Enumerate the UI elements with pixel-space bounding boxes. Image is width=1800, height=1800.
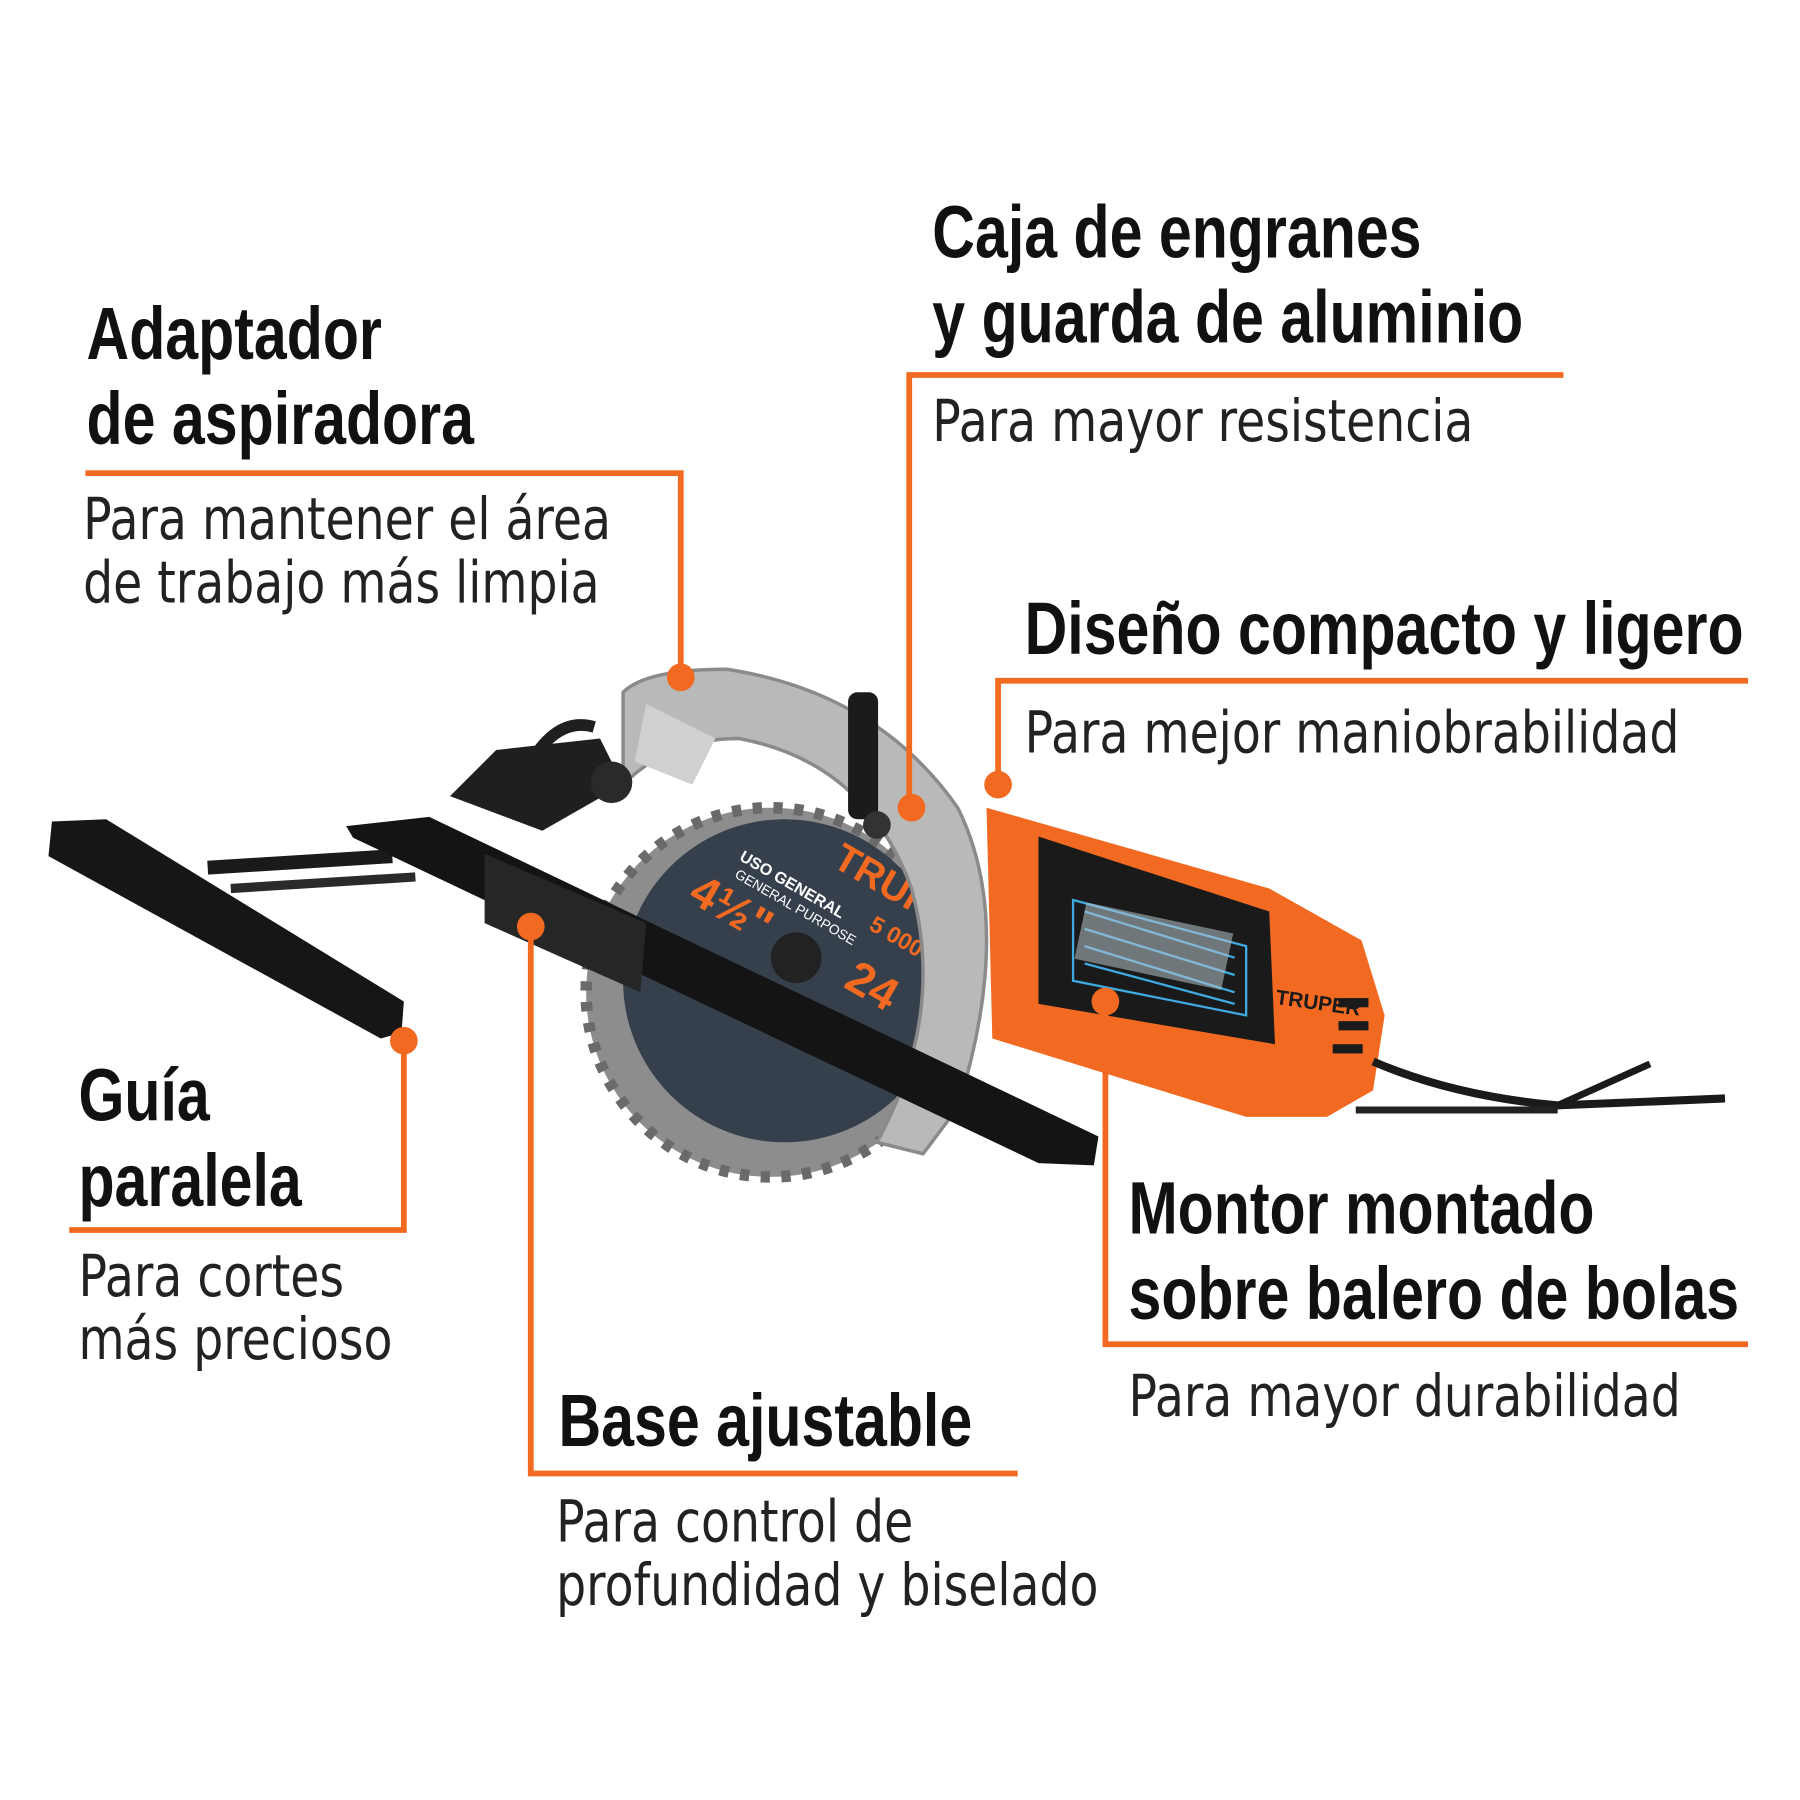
vacuum-adapter — [449, 719, 633, 831]
parallel-guide — [48, 819, 416, 1039]
callout-dot-base — [516, 912, 545, 941]
leader-lines — [69, 372, 1749, 1477]
blade-guard — [621, 667, 989, 1156]
title-line: Diseño compacto y ligero — [1024, 587, 1744, 671]
callout-subtitle-caja: Para mayor resistencia — [932, 387, 1474, 455]
power-cord — [1355, 1057, 1726, 1114]
title-line: Caja de engranes — [932, 190, 1422, 274]
title-line: Adaptador — [86, 291, 382, 375]
leader-montor — [1102, 1003, 1749, 1348]
callout-title-guia: Guía paralela — [78, 1052, 301, 1223]
callout-title-caja: Caja de engranes y guarda de aluminio — [932, 189, 1523, 360]
title-line: Base ajustable — [558, 1378, 973, 1462]
callout-title-montor: Montor montado sobre balero de bolas — [1128, 1165, 1739, 1336]
leader-base — [527, 926, 1018, 1477]
title-line: y guarda de aluminio — [932, 275, 1524, 359]
leader-adaptador — [85, 470, 684, 675]
callout-title-diseno: Diseño compacto y ligero — [1025, 586, 1744, 671]
depth-lever — [848, 692, 879, 820]
title-line: paralela — [78, 1138, 302, 1222]
leader-diseno — [995, 677, 1749, 783]
subtitle-line: más precioso — [78, 1306, 393, 1374]
callout-subtitle-base: Para control de profundidad y biselado — [556, 1488, 1099, 1619]
callout-subtitle-guia: Para cortes más precioso — [78, 1242, 393, 1374]
callout-dot-montor — [1091, 987, 1120, 1016]
subtitle-line: Para mantener el área — [83, 485, 612, 553]
subtitle-line: Para cortes — [78, 1242, 345, 1310]
subtitle-line: Para control de — [556, 1488, 914, 1556]
callout-title-adaptador: Adaptador de aspiradora — [87, 291, 474, 462]
callout-dot-adaptador — [666, 663, 695, 692]
leader-caja — [906, 372, 1564, 808]
callout-dot-guia — [389, 1026, 418, 1055]
callout-dot-diseno — [984, 770, 1012, 799]
subtitle-line: Para mayor resistencia — [932, 387, 1474, 455]
leader-guia — [69, 1040, 407, 1233]
subtitle-line: Para mayor durabilidad — [1128, 1362, 1681, 1430]
callout-subtitle-diseno: Para mejor maniobrabilidad — [1024, 699, 1680, 767]
callout-title-base: Base ajustable — [558, 1378, 972, 1463]
callout-subtitle-montor: Para mayor durabilidad — [1128, 1362, 1681, 1430]
motor-housing: TRUPER — [986, 807, 1385, 1117]
base-plate — [346, 816, 1099, 1166]
title-line: sobre balero de bolas — [1128, 1251, 1740, 1335]
title-line: de aspiradora — [86, 377, 474, 461]
callout-dot-caja — [897, 793, 926, 822]
title-line: Montor montado — [1128, 1166, 1595, 1250]
subtitle-line: profundidad y biselado — [556, 1551, 1099, 1619]
callout-subtitle-adaptador: Para mantener el área de trabajo más lim… — [83, 485, 612, 617]
subtitle-line: Para mejor maniobrabilidad — [1024, 699, 1680, 767]
title-line: Guía — [78, 1053, 210, 1137]
subtitle-line: de trabajo más limpia — [83, 549, 600, 617]
